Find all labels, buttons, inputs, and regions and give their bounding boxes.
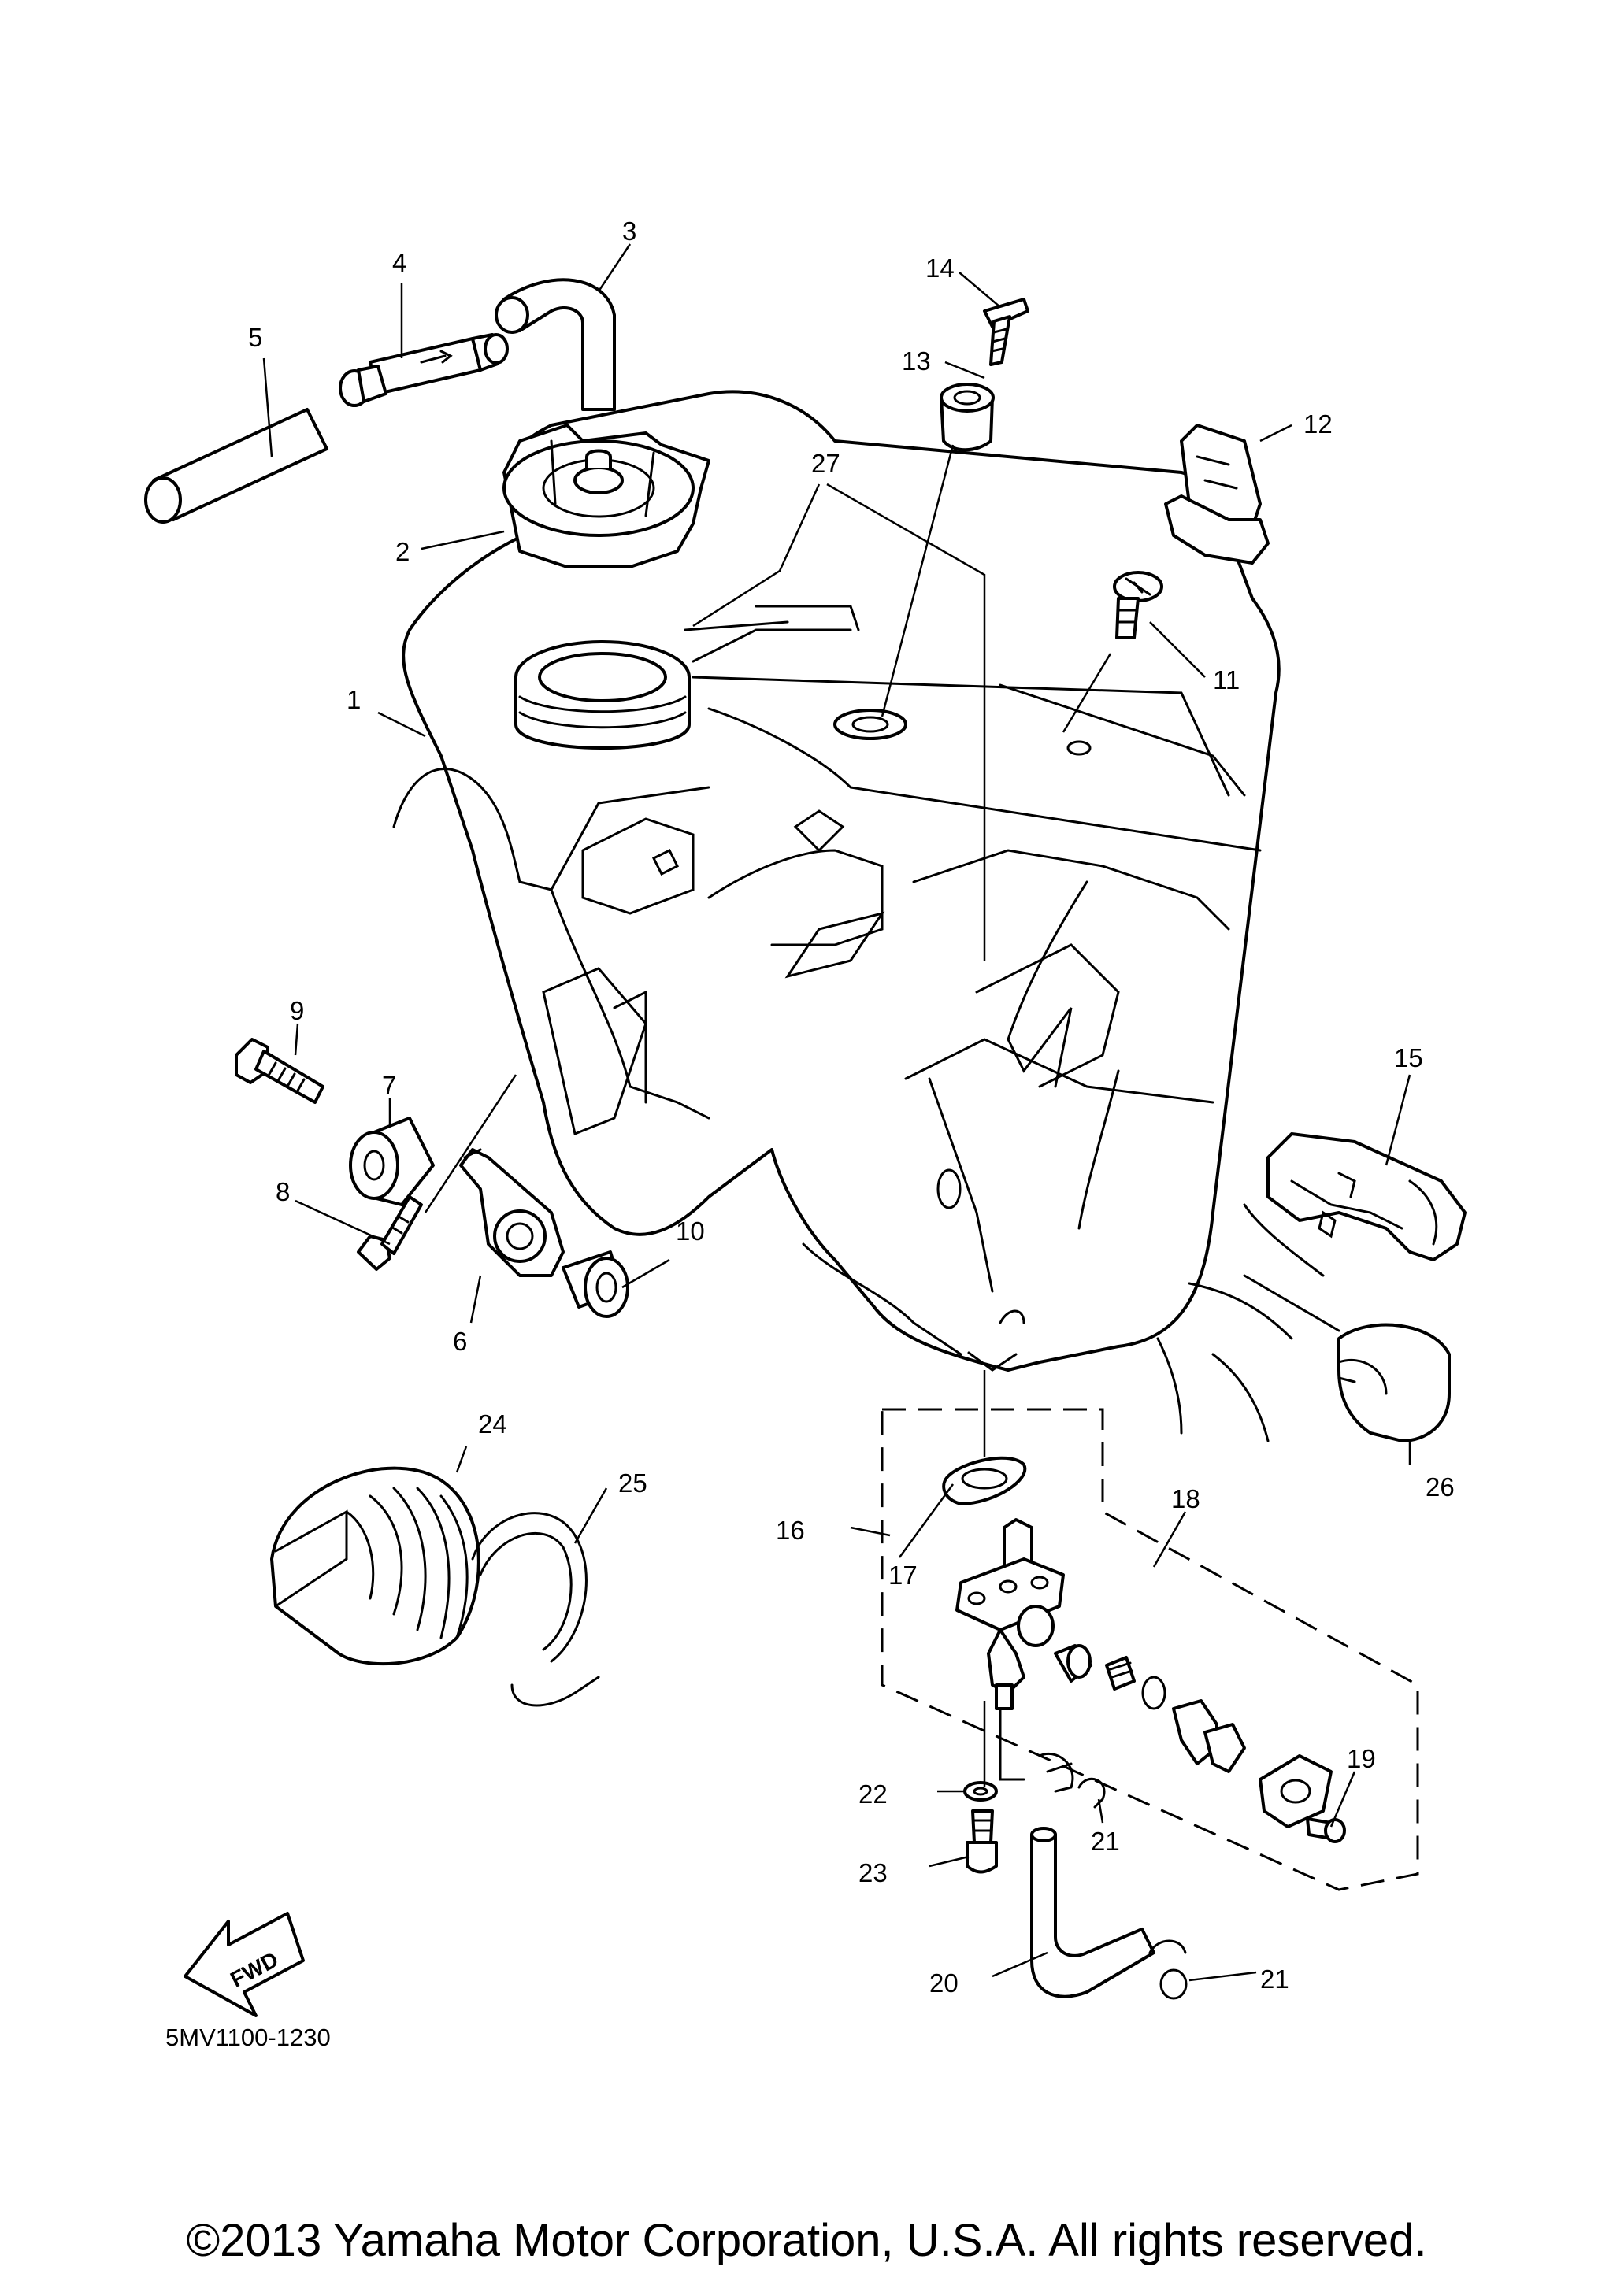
bolt-mount	[235, 1038, 324, 1104]
fuel-cap	[502, 424, 710, 568]
fuel-cock-internals	[1054, 1644, 1246, 1773]
callout-26: 26	[1426, 1472, 1455, 1502]
damper	[349, 1117, 435, 1206]
callout-2: 2	[395, 537, 410, 566]
fuel-hose	[1030, 1827, 1155, 1998]
callout-numbers: 1 2 3 4 5 6 7 8 9 10 11 12 13 14 15 16 1…	[248, 217, 1455, 1998]
clip	[1164, 424, 1270, 565]
fwd-arrow: FWD	[184, 1912, 305, 2017]
hose	[144, 408, 328, 524]
callout-6: 6	[453, 1327, 467, 1356]
callout-4: 4	[392, 248, 406, 277]
callout-10: 10	[676, 1217, 705, 1246]
breather-hose	[495, 278, 616, 411]
callout-12: 12	[1303, 409, 1333, 439]
frame-ghost	[1156, 1203, 1340, 1442]
callout-7: 7	[382, 1071, 396, 1100]
callout-9: 9	[290, 996, 304, 1025]
check-valve	[339, 333, 509, 407]
bracket	[459, 1148, 565, 1277]
callout-25: 25	[618, 1468, 647, 1498]
collar	[940, 383, 995, 452]
bolt-tank-rear	[1113, 571, 1163, 639]
callout-3: 3	[622, 217, 636, 246]
gasket	[942, 1456, 1027, 1505]
callout-16: 16	[776, 1516, 805, 1545]
fuel-cock	[955, 1518, 1065, 1710]
hose-band	[471, 1512, 600, 1707]
intake-boot	[270, 1466, 480, 1666]
callout-21-lower: 21	[1260, 1965, 1289, 1994]
clamp	[1266, 1132, 1467, 1261]
damper-rear	[1337, 1323, 1451, 1442]
screw-bottom	[966, 1809, 998, 1874]
collar-mount	[562, 1250, 629, 1318]
callout-13: 13	[902, 346, 931, 376]
hose-clip-upper	[1077, 1777, 1106, 1809]
cover-plate	[1259, 1754, 1346, 1843]
callout-22: 22	[858, 1779, 888, 1809]
callout-20: 20	[929, 1968, 959, 1998]
fuel-tank	[392, 390, 1281, 1372]
copyright-notice: ©2013 Yamaha Motor Corporation, U.S.A. A…	[186, 2215, 1427, 2266]
bolt-bracket	[357, 1195, 423, 1271]
callout-11: 11	[1213, 665, 1240, 694]
washer	[963, 1781, 998, 1802]
fuel-cock-group	[881, 1408, 1419, 1891]
callout-27: 27	[811, 449, 840, 478]
leader-lines	[262, 243, 1411, 1982]
callout-15: 15	[1394, 1043, 1423, 1072]
diagram-code: 5MV1100-1230	[165, 2024, 331, 2051]
filter-lines	[999, 1707, 1074, 1793]
callout-1: 1	[347, 685, 361, 714]
callout-24: 24	[478, 1409, 507, 1439]
screw-top	[983, 298, 1029, 366]
callout-18: 18	[1171, 1484, 1200, 1513]
callout-8: 8	[276, 1177, 290, 1206]
callout-21-upper: 21	[1091, 1827, 1120, 1856]
hose-clip-lower	[1148, 1939, 1188, 2000]
callout-5: 5	[248, 323, 262, 352]
callout-17: 17	[888, 1561, 918, 1590]
callout-23: 23	[858, 1858, 888, 1887]
callout-19: 19	[1347, 1744, 1376, 1773]
warning-label	[684, 605, 860, 631]
callout-14: 14	[925, 254, 955, 283]
